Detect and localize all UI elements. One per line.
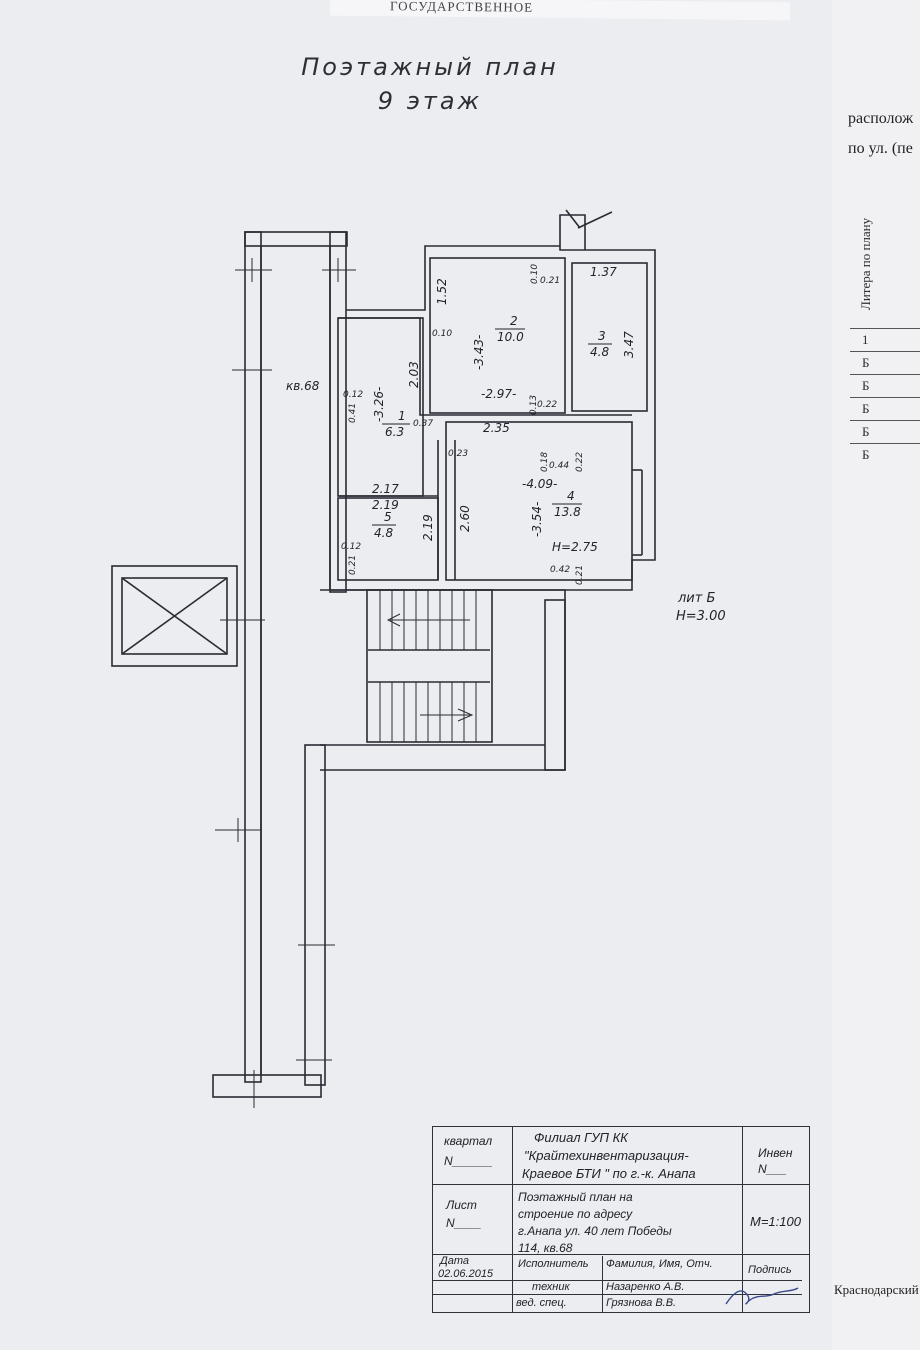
dim-3-47: 3.47: [622, 331, 636, 358]
dim-0-23: 0.23: [448, 449, 468, 459]
side-table-row: Б: [850, 443, 920, 467]
title-block: квартал N______ Филиал ГУП КК "Крайтехин…: [432, 1126, 810, 1316]
name-lead-specialist: Грязнова В.В.: [606, 1297, 677, 1309]
side-header: располож по ул. (пе: [848, 110, 914, 157]
dim-0-10-b: 0.10: [432, 329, 452, 339]
scale: М=1:100: [750, 1214, 801, 1229]
inven-label: Инвен: [758, 1146, 793, 1160]
dim-0-21-c: 0.21: [575, 565, 585, 585]
date-value: 02.06.2015: [438, 1268, 494, 1280]
apartment-label: кв.68: [286, 379, 320, 393]
dim-2-19-b: 2.19: [421, 514, 435, 541]
room-2-area: 10.0: [497, 330, 524, 344]
desc-line2: строение по адресу: [518, 1207, 633, 1221]
signature-label: Подпись: [748, 1264, 792, 1276]
dim-4-09: -4.09-: [522, 477, 557, 491]
handwritten-signature: [725, 1287, 799, 1305]
desc-line4: 114, кв.68: [518, 1241, 573, 1255]
side-table-row: Б: [850, 397, 920, 421]
litera-label: лит Б: [677, 591, 715, 606]
dimension-labels: 1.52 0.10 0.21 0.10 -3.43- 1.37 3.47 2.0…: [341, 264, 636, 585]
side-table-row: 1: [850, 328, 920, 352]
dim-1-52: 1.52: [435, 278, 449, 305]
inven-number: N___: [758, 1162, 787, 1176]
dim-0-21-a: 0.21: [540, 276, 560, 286]
wall-ticks: [215, 258, 356, 1108]
org-line1: Филиал ГУП КК: [534, 1130, 628, 1145]
side-table-row: Б: [850, 374, 920, 398]
room-labels: 1 6.3 2 10.0 3 4.8 4 13.8 5 4.8 H=2.75 к…: [286, 314, 726, 624]
date-label: Дата: [440, 1255, 470, 1267]
plan-title-line2: 9 этаж: [377, 87, 483, 115]
dim-1-37: 1.37: [590, 265, 617, 279]
dim-0-12-b: 0.12: [341, 542, 361, 552]
dim-0-18: 0.18: [540, 452, 550, 472]
dim-2-35: 2.35: [483, 421, 510, 435]
wall-outer-left: [244, 231, 262, 1083]
side-footer: Краснодарский: [834, 1282, 919, 1297]
dim-3-54: -3.54-: [530, 502, 544, 537]
room-5-area: 4.8: [374, 526, 393, 540]
dim-3-26: -3.26-: [372, 387, 386, 422]
dim-0-42: 0.42: [550, 565, 570, 575]
total-height: H=3.00: [676, 609, 726, 624]
room-height: H=2.75: [552, 540, 598, 554]
adjacent-sheet: [832, 0, 920, 1350]
staircase-walls: [320, 589, 566, 771]
room-2-walls: [429, 257, 566, 414]
stair-treads: [379, 590, 477, 742]
dim-0-41: 0.41: [348, 403, 358, 423]
list-label: Лист: [446, 1198, 477, 1212]
executor-label: Исполнитель: [518, 1258, 589, 1270]
dim-0-22-b: 0.22: [575, 452, 585, 472]
room-4-area: 13.8: [554, 505, 581, 519]
dim-2-60: 2.60: [458, 505, 472, 532]
role-technician: техник: [532, 1281, 570, 1293]
desc-line1: Поэтажный план на: [518, 1190, 633, 1204]
fio-label: Фамилия, Имя, Отч.: [606, 1258, 713, 1270]
dim-0-21-b: 0.21: [348, 555, 358, 575]
org-line2: "Крайтехинвентаризация-: [524, 1148, 689, 1163]
staircase: [366, 589, 493, 743]
wall-lower-right: [304, 744, 326, 1086]
plan-title: Поэтажный план 9 этаж: [250, 50, 610, 118]
name-technician: Назаренко А.В.: [606, 1281, 685, 1293]
side-table-column-header: Литера по плану: [858, 217, 873, 310]
dim-0-13: 0.13: [529, 395, 539, 415]
floor-plan-drawing: 1 6.3 2 10.0 3 4.8 4 13.8 5 4.8 H=2.75 к…: [111, 209, 726, 1108]
dim-2-97: -2.97-: [481, 387, 516, 401]
dim-0-37: 0.37: [413, 419, 433, 429]
room-3-walls: [571, 262, 648, 412]
room-3-area: 4.8: [590, 345, 609, 359]
side-table-row: Б: [850, 420, 920, 444]
list-number: N____: [446, 1216, 482, 1230]
room-4-walls: [445, 421, 633, 581]
dim-2-03: 2.03: [407, 361, 421, 388]
kvartal-label: квартал: [444, 1134, 493, 1148]
room-2-number: 2: [510, 314, 518, 328]
dim-3-43: -3.43-: [472, 335, 486, 370]
dim-2-17: 2.17: [372, 482, 399, 496]
room-1-number: 1: [398, 409, 406, 423]
dim-2-19-a: 2.19: [372, 498, 399, 512]
room-4-number: 4: [567, 489, 575, 503]
document-page: [0, 0, 845, 1350]
plan-title-line1: Поэтажный план: [301, 53, 559, 81]
room-5-number: 5: [384, 510, 392, 524]
room-1-area: 6.3: [385, 425, 404, 439]
dim-0-44: 0.44: [549, 461, 569, 471]
wall-bottom: [212, 1074, 322, 1098]
desc-line3: г.Анапа ул. 40 лет Победы: [518, 1224, 672, 1238]
elevator-shaft: [111, 565, 238, 667]
dim-0-10-a: 0.10: [530, 264, 540, 284]
dim-0-22-a: 0.22: [537, 400, 557, 410]
side-table: Литера по плану 1 Б Б Б Б Б: [848, 170, 920, 500]
building-walls: [111, 209, 656, 1098]
room-3-number: 3: [598, 329, 606, 343]
org-line3: Краевое БТИ " по г.-к. Анапа: [522, 1166, 696, 1181]
dim-0-12-a: 0.12: [343, 390, 363, 400]
side-table-row: Б: [850, 351, 920, 375]
kvartal-number: N______: [444, 1154, 493, 1168]
role-lead-specialist: вед. спец.: [516, 1297, 567, 1309]
